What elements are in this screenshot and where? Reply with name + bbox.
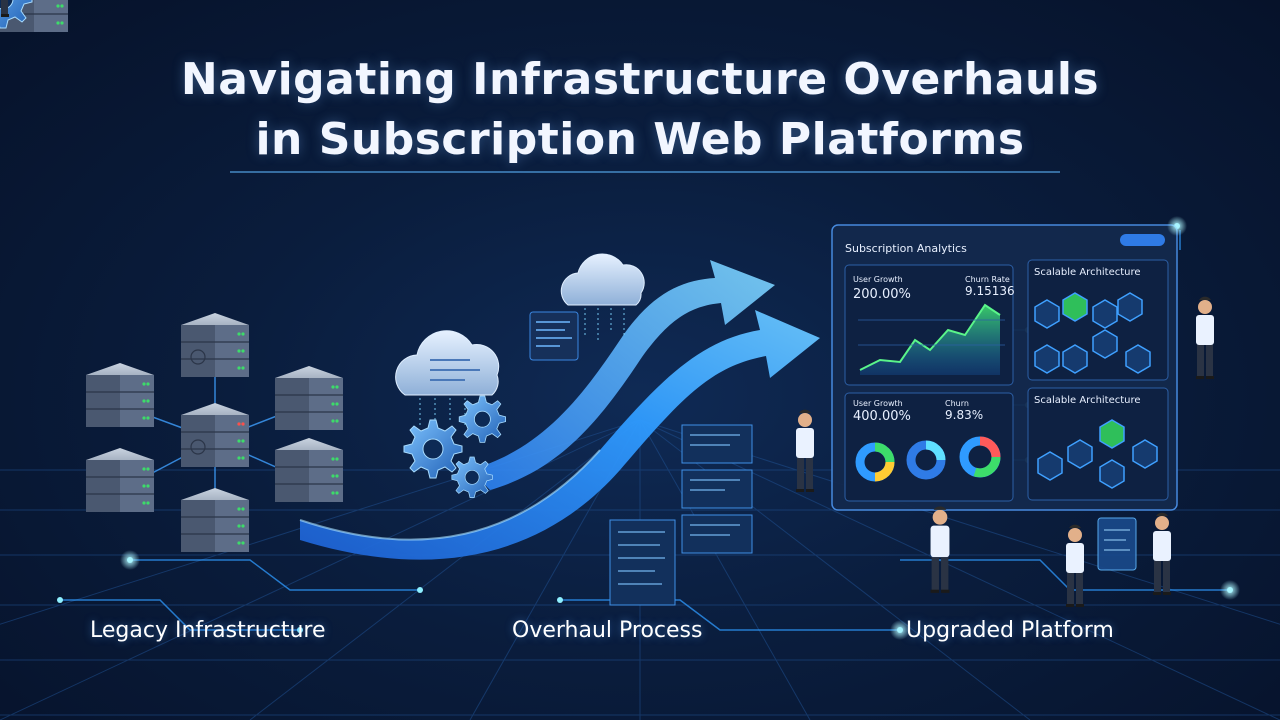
code-panel	[529, 311, 579, 361]
kpi1-side-value: 9.15136	[965, 284, 1015, 298]
stage-label-overhaul: Overhaul Process	[512, 618, 703, 643]
kpi1-label: User Growth	[853, 275, 903, 284]
kpi2-side-value: 9.83%	[945, 408, 983, 422]
kpi2-value: 400.00%	[853, 409, 911, 424]
dashboard-heading: Subscription Analytics	[845, 242, 967, 255]
hexagon-node-icon	[1034, 292, 1151, 374]
arrow-icon	[300, 310, 820, 560]
glow-accents	[120, 216, 1240, 640]
cloud-icon	[395, 330, 500, 396]
person-icon	[1, 0, 9, 17]
kpi1-value: 200.00%	[853, 287, 911, 302]
hexagon-node-icon-2	[1037, 419, 1158, 489]
arch-title-2: Scalable Architecture	[1034, 395, 1141, 406]
stage-label-upgraded: Upgraded Platform	[906, 618, 1114, 643]
alert-leds	[237, 422, 245, 426]
cloud-icon-small	[560, 253, 645, 306]
kpi1-side-label: Churn Rate	[965, 275, 1010, 284]
kpi2-label: User Growth	[853, 399, 903, 408]
doc-panels	[609, 424, 753, 606]
arch-title-1: Scalable Architecture	[1034, 267, 1141, 278]
title-line-2: in Subscription Web Platforms	[255, 114, 1025, 165]
tablet-panel	[1097, 517, 1137, 571]
growth-area-chart	[858, 303, 1005, 375]
stage-label-legacy: Legacy Infrastructure	[90, 618, 326, 643]
donut-charts	[855, 436, 1001, 482]
dashboard-panel	[831, 224, 1178, 511]
fan-icon	[190, 349, 206, 455]
arrow-icon-secondary	[470, 260, 775, 490]
kpi2-side-label: Churn	[945, 399, 969, 408]
title-line-1: Navigating Infrastructure Overhauls	[180, 54, 1100, 105]
dashboard-pill-button	[1120, 234, 1165, 246]
